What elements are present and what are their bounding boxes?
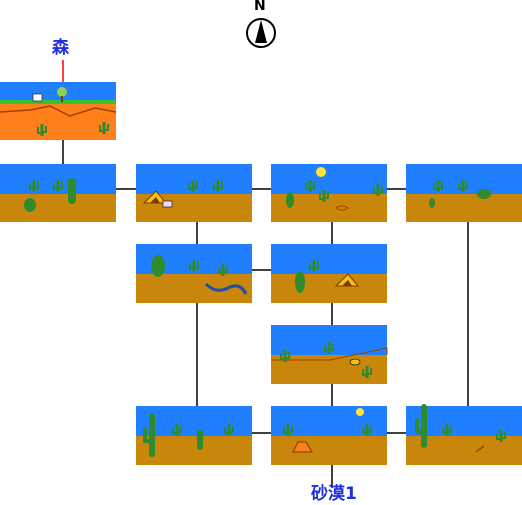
room-canyon[interactable] (0, 82, 117, 140)
rock-icon (292, 441, 313, 453)
cactus-icon (24, 178, 76, 212)
compass-north-letter: N (254, 0, 266, 14)
exit-label-south[interactable]: 砂漠1 (311, 484, 357, 504)
house-icon (32, 93, 43, 102)
room-r1c1[interactable] (0, 164, 116, 222)
room-r2c3[interactable] (271, 244, 387, 303)
room-r1c4[interactable] (406, 164, 522, 222)
cart-icon (162, 200, 173, 208)
turtle-icon (349, 358, 361, 366)
room-r1c2[interactable] (136, 164, 252, 222)
snake-icon (204, 282, 248, 295)
room-r4c2[interactable] (136, 406, 252, 465)
map-connections (62, 140, 469, 488)
room-r4c3[interactable] (271, 406, 387, 465)
room-r3c3[interactable] (271, 325, 388, 384)
room-r2c2[interactable] (136, 244, 252, 303)
sun-icon-2 (356, 408, 364, 416)
sun-icon (316, 167, 326, 177)
tree-icon (57, 87, 67, 102)
room-r4c4[interactable] (406, 404, 522, 465)
room-r1c3[interactable] (271, 164, 387, 222)
compass-icon (246, 18, 276, 48)
lasso-icon (335, 205, 349, 211)
exit-label-north[interactable]: 森 (52, 38, 69, 58)
